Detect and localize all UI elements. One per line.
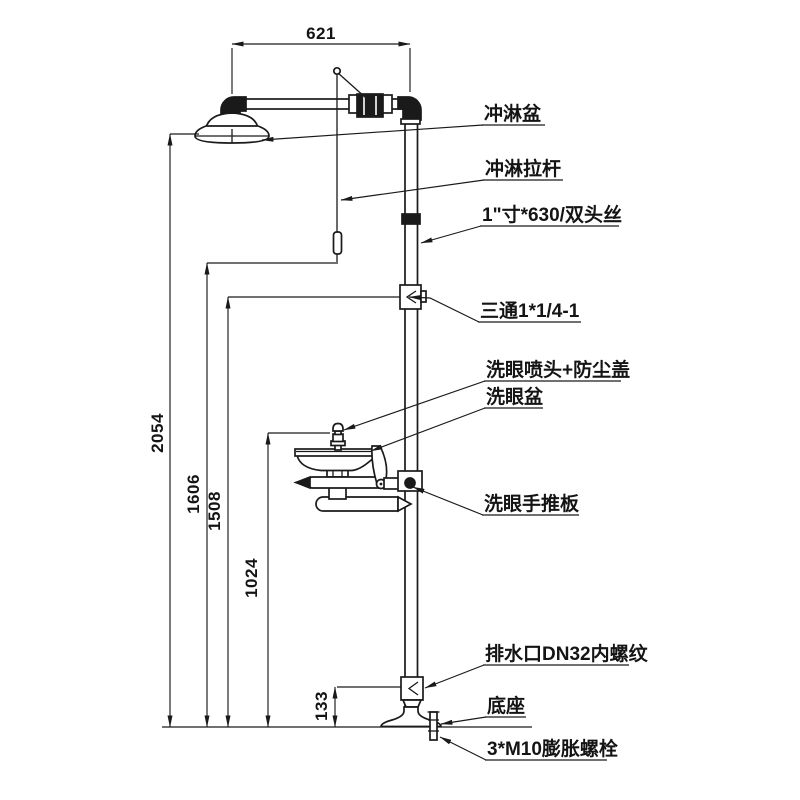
svg-text:1"寸*630/双头丝: 1"寸*630/双头丝 bbox=[482, 203, 622, 226]
svg-text:三通1*1/4-1: 三通1*1/4-1 bbox=[480, 300, 580, 322]
svg-text:洗眼盆: 洗眼盆 bbox=[486, 385, 544, 408]
shower-valve bbox=[348, 93, 393, 118]
arm-right-elbow bbox=[397, 96, 422, 121]
dim-text-133: 133 bbox=[312, 691, 331, 721]
shower-head-dome bbox=[194, 112, 270, 144]
eyewash-assembly bbox=[293, 422, 423, 513]
anchor-bolt bbox=[427, 711, 440, 741]
dim-pull-rod-height: 1606 bbox=[184, 262, 338, 728]
dim-text-2054: 2054 bbox=[148, 413, 167, 453]
dim-text-1606: 1606 bbox=[184, 474, 203, 514]
svg-text:冲淋盆: 冲淋盆 bbox=[484, 102, 542, 125]
part-labels: 冲淋盆 冲淋拉杆 1"寸*630/双头丝 三通1*1/4-1 洗眼喷头+防尘盖 … bbox=[261, 102, 649, 761]
label-shower-pull-rod: 冲淋拉杆 bbox=[340, 157, 563, 201]
dim-text-1508: 1508 bbox=[205, 491, 224, 531]
label-riser-pipe: 1"寸*630/双头丝 bbox=[420, 203, 622, 244]
dimensions: 621 2054 1606 1508 1024 1 bbox=[148, 24, 411, 728]
drain-tee bbox=[400, 676, 424, 708]
svg-text:3*M10膨胀螺栓: 3*M10膨胀螺栓 bbox=[487, 737, 618, 760]
label-eyewash-spray-head: 洗眼喷头+防尘盖 bbox=[343, 358, 630, 431]
label-shower-head: 冲淋盆 bbox=[261, 102, 545, 142]
svg-text:底座: 底座 bbox=[487, 694, 525, 717]
svg-text:冲淋拉杆: 冲淋拉杆 bbox=[485, 157, 561, 180]
fixture bbox=[162, 66, 532, 741]
eyewash-push-plate[interactable] bbox=[293, 475, 385, 490]
label-eyewash-bowl: 洗眼盆 bbox=[370, 385, 544, 452]
eyewash-drain-pipe bbox=[315, 496, 399, 512]
main-pole bbox=[404, 111, 419, 713]
dim-text-1024: 1024 bbox=[242, 558, 261, 598]
svg-text:洗眼喷头+防尘盖: 洗眼喷头+防尘盖 bbox=[486, 358, 630, 381]
dim-tee-height: 1508 bbox=[205, 296, 400, 728]
pull-rod-handle[interactable] bbox=[332, 231, 343, 255]
label-anchor-bolts: 3*M10膨胀螺栓 bbox=[439, 736, 618, 761]
svg-text:洗眼手推板: 洗眼手推板 bbox=[484, 492, 580, 515]
elbow-flange bbox=[400, 118, 421, 125]
shower-pull-rod[interactable] bbox=[332, 66, 367, 262]
valve-strut bbox=[337, 72, 367, 99]
dim-drain-height: 133 bbox=[312, 686, 401, 728]
dim-arm-width: 621 bbox=[231, 24, 411, 94]
label-eyewash-push-plate: 洗眼手推板 bbox=[412, 486, 580, 516]
pipe-coupling bbox=[401, 213, 421, 225]
dust-cap bbox=[332, 422, 344, 432]
svg-text:排水口DN32内螺纹: 排水口DN32内螺纹 bbox=[485, 642, 649, 665]
label-base: 底座 bbox=[440, 694, 526, 725]
dim-overall-height: 2054 bbox=[148, 133, 199, 728]
label-drain-outlet: 排水口DN32内螺纹 bbox=[424, 642, 649, 689]
dim-text-621: 621 bbox=[306, 24, 336, 43]
label-tee-fitting: 三通1*1/4-1 bbox=[408, 295, 581, 323]
dim-eyewash-height: 1024 bbox=[242, 432, 330, 728]
eyewash-bowl bbox=[294, 448, 380, 472]
base-flange bbox=[380, 706, 442, 728]
eyewash-spray-head bbox=[330, 422, 346, 451]
